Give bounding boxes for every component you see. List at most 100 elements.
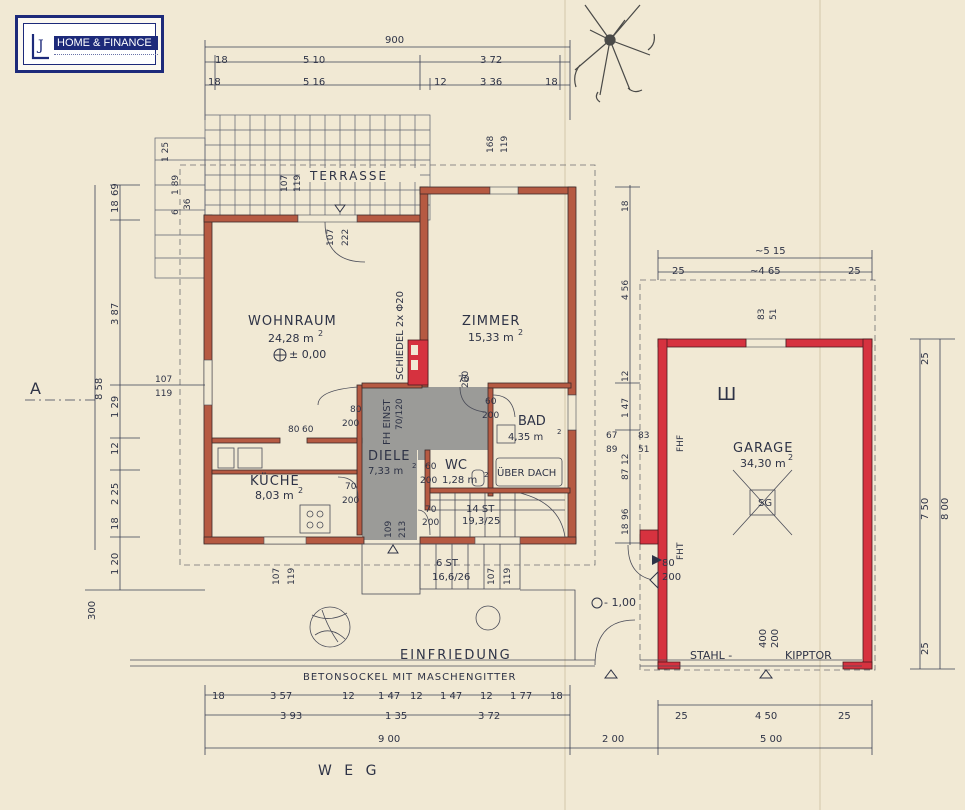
dim-garage-outer: 8 00 xyxy=(940,498,951,520)
note-level-garden: - 1,00 xyxy=(604,596,636,609)
chimney-flue xyxy=(411,345,418,355)
terrace-label: TERRASSE xyxy=(309,169,388,183)
room-area-sup: 2 xyxy=(318,329,323,338)
door-arrow xyxy=(652,555,662,565)
opening-dim: 200 xyxy=(420,476,437,486)
opening-dim: 200 xyxy=(461,371,471,388)
stairs xyxy=(361,492,566,595)
opening-dim: 107 xyxy=(487,568,497,585)
opening-dim: 107 xyxy=(280,175,290,192)
dim-garage-side: 25 xyxy=(920,642,931,655)
opening-dim: 119 xyxy=(293,175,303,192)
note-door-200: 200 xyxy=(662,572,681,583)
room-area-sup: 2 xyxy=(557,428,561,436)
opening-dim: 60 xyxy=(425,462,437,472)
dim-top: 12 xyxy=(434,77,447,88)
opening-dim: 83 xyxy=(638,431,649,441)
opening-dim: 80 xyxy=(350,405,362,415)
shrub-symbol xyxy=(309,606,351,648)
dim-top: 5 16 xyxy=(303,77,325,88)
opening-dim: 89 xyxy=(606,445,618,455)
dim-right: 4 56 xyxy=(621,280,631,300)
dim-bottom: 1 47 xyxy=(440,691,462,702)
dim-left-garden: 300 xyxy=(87,601,98,620)
dimension-lines-garage xyxy=(205,250,955,749)
dim-bottom-garage: 4 50 xyxy=(755,711,777,722)
note-stair-upper-dim: 19,3/25 xyxy=(462,516,500,527)
dim-left: 1 29 xyxy=(110,396,121,418)
room-name-diele: DIELE xyxy=(368,449,411,464)
eaves-outline xyxy=(179,164,596,566)
garage-sg-symbol xyxy=(732,469,793,536)
room-area-sup: 2 xyxy=(298,486,303,495)
room-area-sup: 2 xyxy=(484,471,488,479)
terrace-grid xyxy=(154,114,431,279)
note-fh-einst-size: 70/120 xyxy=(395,398,405,430)
dim-left-outer: 8 58 xyxy=(94,378,105,400)
stair-core xyxy=(362,387,489,450)
dim-right: 1 47 xyxy=(621,398,631,418)
dim-right: 12 xyxy=(621,454,631,465)
level-marker xyxy=(591,597,603,609)
opening-dim: 107 xyxy=(326,229,336,246)
dim-left: 12 xyxy=(110,442,121,455)
dim-bottom: 1 47 xyxy=(378,691,400,702)
opening-dim: 67 xyxy=(606,431,617,441)
room-area-sup: 2 xyxy=(788,453,793,462)
opening-dim: 70 xyxy=(345,482,357,492)
bath-fittings xyxy=(471,424,563,487)
opening-dim: 168 xyxy=(486,136,496,153)
opening-dim: 80 xyxy=(288,425,300,435)
room-name-garage: GARAGE xyxy=(733,441,793,456)
dim-bottom: 5 00 xyxy=(760,734,782,745)
opening-dim: 200 xyxy=(422,518,439,528)
note-stair-lower-dim: 16,6/26 xyxy=(432,572,470,583)
dim-right: 12 xyxy=(621,371,631,382)
garage-sg: SG xyxy=(758,498,772,509)
opening-dim: 200 xyxy=(342,496,359,506)
opening-dim: 222 xyxy=(341,229,351,246)
dim-bottom-garage: 25 xyxy=(675,711,688,722)
tree-symbol xyxy=(574,4,655,103)
dim-right: 96 xyxy=(621,508,631,520)
dim-left: 1 20 xyxy=(110,553,121,575)
dim-bottom: 2 00 xyxy=(602,734,624,745)
room-area-wc: 1,28 m xyxy=(442,475,477,486)
room-area-sup: 2 xyxy=(518,328,523,337)
logo-tagline xyxy=(54,54,158,59)
dim-terrace: 6 xyxy=(171,209,181,215)
opening-dim: 70 xyxy=(425,505,437,515)
fence-lines xyxy=(130,589,862,667)
note-kipptor: KIPPTOR xyxy=(785,649,832,662)
opening-dim: 119 xyxy=(155,389,172,399)
dim-bottom: 18 xyxy=(550,691,563,702)
dim-top: 18 xyxy=(545,77,558,88)
dim-garage-top: ~4 65 xyxy=(750,266,781,277)
opening-dim: 200 xyxy=(342,419,359,429)
dim-garage-win: 83 xyxy=(757,309,767,320)
logo-mark-icon: J xyxy=(31,34,49,60)
dim-right: 87 xyxy=(621,469,631,480)
stair-core xyxy=(418,450,428,460)
dim-bottom: 9 00 xyxy=(378,734,400,745)
room-level-wohnraum: ± 0,00 xyxy=(289,348,326,361)
room-area-garage: 34,30 m xyxy=(740,457,786,470)
garage-walls xyxy=(639,338,873,670)
dim-top: 5 10 xyxy=(303,55,325,66)
door-swings xyxy=(317,221,654,666)
dim-top: 3 72 xyxy=(480,55,502,66)
room-name-wc: WC xyxy=(445,458,467,473)
windows xyxy=(203,186,787,545)
room-name-bad: BAD xyxy=(518,414,546,429)
note-schiedel: SCHIEDEL 2x Φ20 xyxy=(395,291,406,380)
note-betonsockel: BETONSOCKEL MIT MASCHENGITTER xyxy=(303,672,516,683)
logo-mark-letter: J xyxy=(36,38,44,54)
note-tor-size: 400 xyxy=(758,629,769,648)
note-door-80: 80 xyxy=(662,558,675,569)
room-name-kueche: KÜCHE xyxy=(250,472,300,489)
dim-bottom: 1 77 xyxy=(510,691,532,702)
dim-top: 18 xyxy=(208,77,221,88)
logo-frame: J HOME & FINANCE xyxy=(23,23,158,65)
chimney-flue xyxy=(411,360,418,370)
dim-garage-top: ~5 15 xyxy=(755,246,786,257)
